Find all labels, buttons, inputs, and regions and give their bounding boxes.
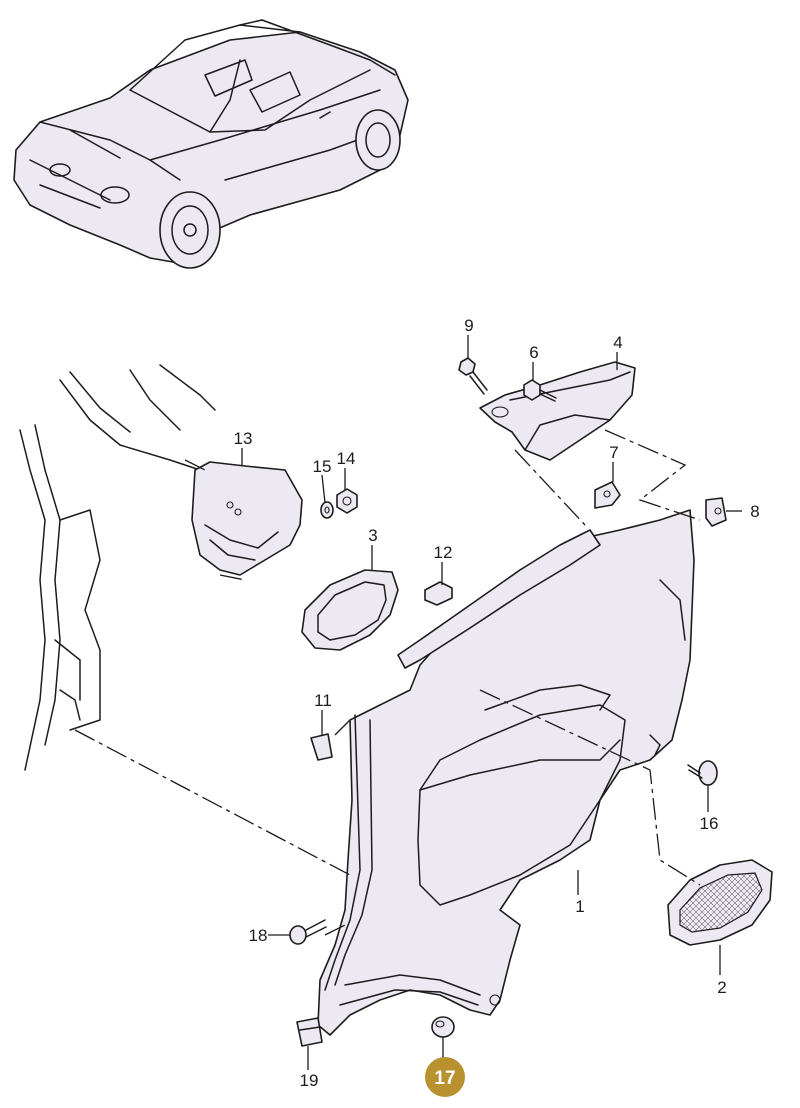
label-16: 16 [700, 814, 719, 833]
label-11: 11 [314, 691, 332, 710]
label-19: 19 [300, 1071, 319, 1090]
label-6: 6 [529, 343, 538, 362]
label-4: 4 [613, 333, 622, 352]
part-14-nut [336, 488, 358, 514]
part-19-clip [296, 1017, 323, 1047]
label-7: 7 [609, 443, 618, 462]
label-3: 3 [368, 526, 377, 545]
label-17: 17 [434, 1068, 455, 1089]
car-illustration [13, 19, 409, 269]
part-12-clip [424, 581, 453, 606]
leader-lines [241, 335, 742, 1070]
part-labels: 1 2 3 4 6 7 8 9 11 12 13 14 15 16 18 19 [234, 316, 760, 1090]
part-4-upper-trim [479, 361, 636, 461]
part-17-cap [431, 1016, 455, 1038]
part-2-grille [667, 859, 773, 946]
body-outline-left [19, 364, 216, 771]
label-13: 13 [234, 429, 253, 448]
part-8-clip [705, 497, 727, 527]
label-2: 2 [717, 978, 726, 997]
label-12: 12 [434, 543, 453, 562]
label-14: 14 [337, 449, 356, 468]
part-16-screw [687, 760, 718, 786]
label-9: 9 [464, 316, 473, 335]
part-9-screw [458, 357, 488, 395]
part-18-screw [289, 919, 327, 945]
label-15: 15 [313, 457, 332, 476]
part-15-washer [320, 501, 334, 519]
part-11-clip [310, 733, 333, 761]
part-3-trim-ring [301, 569, 399, 651]
assembly-lines [74, 429, 701, 936]
label-1: 1 [575, 897, 584, 916]
label-18: 18 [249, 926, 268, 945]
highlight-circle [425, 1057, 465, 1097]
upper-trim-strip [397, 529, 601, 669]
label-8: 8 [750, 502, 759, 521]
part-13-bracket [191, 461, 303, 576]
part-7-clip-nut [594, 481, 621, 509]
highlight-17[interactable]: 17 [425, 1057, 465, 1097]
part-6-screw [523, 379, 557, 402]
